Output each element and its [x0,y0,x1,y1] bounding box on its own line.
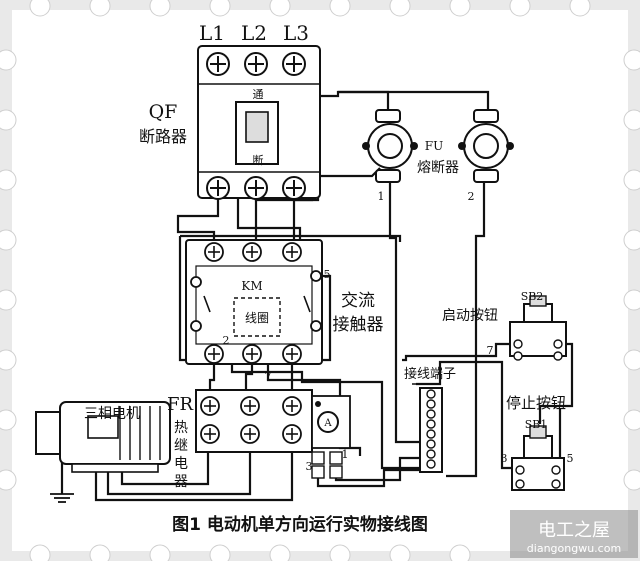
label-breaker: 断路器 [139,127,187,146]
watermark-url: diangongwu.com [527,542,621,555]
stop-button-sb1 [511,425,565,491]
label-fr: FR [167,394,193,415]
label-sb1-3: 3 [501,452,508,465]
label-sb2: SB2 [521,290,544,303]
label-l1: L1 [199,21,225,45]
label-relay-3: 电 [174,456,188,472]
label-fr-1: 1 [342,448,349,461]
label-contactor-2: 接触器 [333,315,384,335]
ground-icon [50,493,74,503]
label-stop-button: 停止按钮 [506,394,566,412]
wires [60,90,574,502]
label-l2: L2 [241,21,267,45]
label-on: 通 [253,88,264,101]
terminal-block [412,383,443,473]
figure-caption: 图1 电动机单方向运行实物接线图 [172,514,428,535]
label-relay-1: 热 [174,420,188,436]
label-km-2: 2 [223,334,230,347]
thermal-relay-fr [195,389,351,479]
label-fu: FU [425,139,443,153]
label-fr-3: 3 [306,460,313,473]
label-fuse-2: 2 [468,190,475,203]
label-sb1-5: 5 [567,452,574,465]
watermark: 电工之屋 diangongwu.com [510,510,638,558]
label-km-7: 7 [265,370,272,383]
label-sb2-7: 7 [487,344,494,357]
label-fuse: 熔断器 [417,160,459,176]
label-qf: QF [149,101,178,123]
screw-terminals-top [206,52,306,76]
label-contactor-1: 交流 [341,291,375,311]
label-ammeter: A [323,418,332,429]
ammeter [317,411,339,433]
label-fuse-1: 1 [378,190,385,203]
label-km-5: 5 [324,268,331,281]
three-phase-motor [35,401,171,473]
breaker-qf [197,45,321,200]
label-l3: L3 [283,21,309,45]
label-relay-2: 继 [174,438,188,454]
start-button-sb2 [509,295,567,361]
fr-aux-contacts [311,451,343,479]
label-off: 断 [253,153,264,167]
fuse-fu [362,109,514,183]
label-relay-4: 器 [174,474,188,490]
labels: L1 L2 L3 QF 断路器 通 断 FU 熔断器 1 2 KM 线圈 交流 … [84,21,574,535]
label-sb1: SB1 [525,418,548,431]
label-coil: 线圈 [245,311,269,325]
contactor-km [185,239,323,365]
screw-terminals-bottom [206,176,306,200]
label-km: KM [241,279,262,293]
label-start-button: 启动按钮 [442,308,498,324]
label-terminal-block: 接线端子 [404,366,456,382]
watermark-title: 电工之屋 [538,520,610,541]
label-motor: 三相电机 [84,406,140,422]
